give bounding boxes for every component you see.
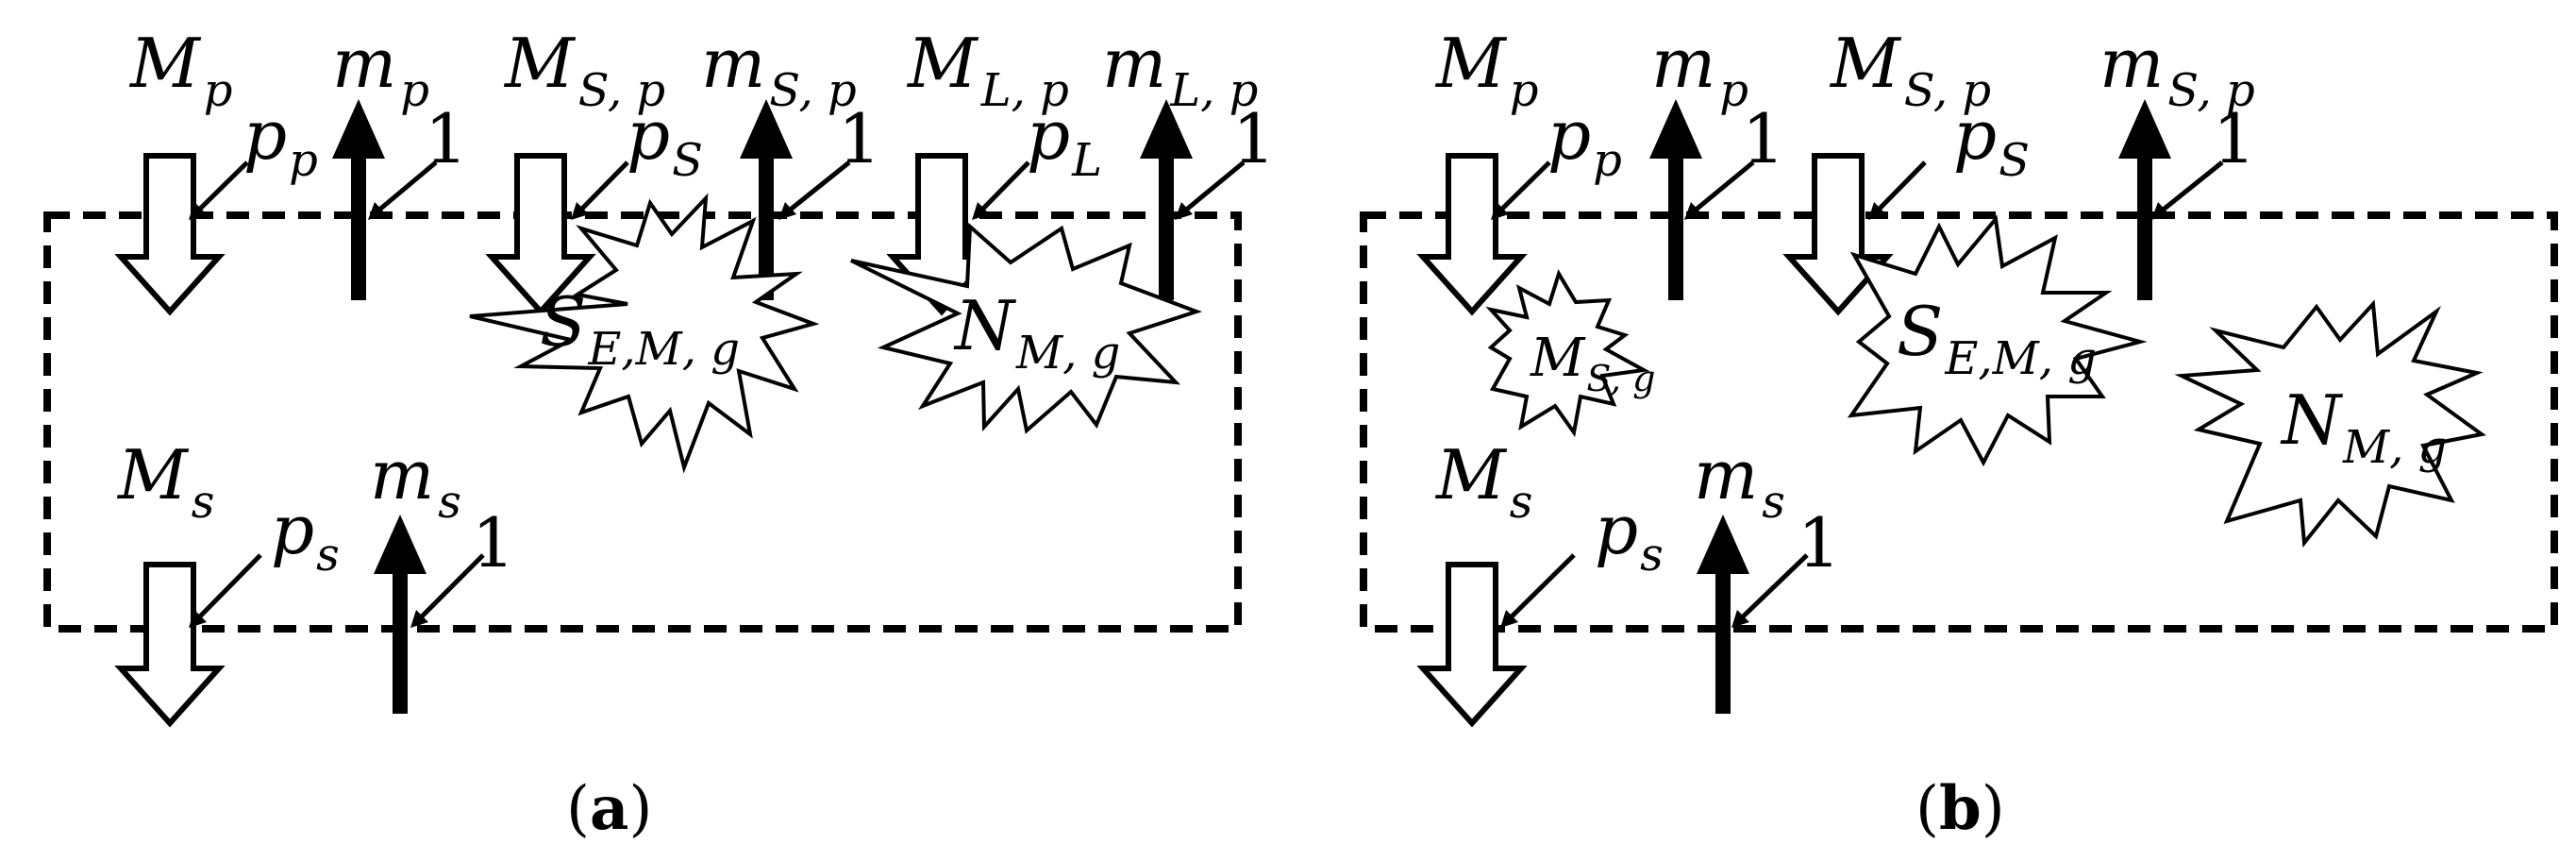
label-mSp-a: mS, p	[701, 24, 857, 117]
label-MSg-b: MS, g	[1530, 328, 1656, 399]
star-NMg-a	[850, 222, 1203, 434]
label-1-ms-b: 1	[1798, 503, 1841, 582]
label-pp-b: pp	[1547, 95, 1622, 187]
hollow-arrow-MSp-a	[485, 153, 596, 316]
panel-b: Mp mp MS, p mS, p pp 1 pS 1 Ms ms ps 1 M…	[1360, 24, 2558, 844]
label-mp-b: mp	[1651, 24, 1748, 117]
hollow-arrow-Mp-a	[114, 153, 226, 316]
label-ps-a: ps	[271, 490, 340, 582]
hollow-arrow-Ms-a	[114, 562, 226, 728]
star-SEMg-b	[1847, 214, 2148, 467]
star-MSg-b	[1485, 269, 1650, 437]
label-pp-a: pp	[243, 95, 318, 187]
label-MSp-a: MS, p	[503, 24, 665, 117]
hollow-arrow-Mp-b	[1416, 153, 1528, 316]
label-Ms-a: Ms	[116, 435, 214, 529]
pointer-lines-b	[1491, 160, 2224, 628]
label-SEMg-b: SE,M, g	[1897, 292, 2097, 385]
label-Mp-a: Mp	[128, 24, 232, 117]
label-pS-b: pS	[1953, 95, 2030, 187]
label-MLp-a: ML, p	[906, 24, 1069, 117]
label-NMg-a: NM, g	[953, 286, 1120, 380]
label-NMg-b: NM, g	[2280, 380, 2447, 474]
star-NMg-b	[2174, 299, 2486, 549]
label-SEMg-a: SE,M, g	[540, 282, 740, 376]
label-pS-a: pS	[627, 95, 703, 187]
label-1-mSp-b: 1	[2213, 99, 2256, 178]
hollow-arrow-Ms-b	[1416, 562, 1528, 728]
label-Ms-b: Ms	[1434, 435, 1532, 529]
label-1-ms-a: 1	[472, 503, 515, 582]
label-ms-b: ms	[1694, 435, 1785, 529]
label-mSp-b: mS, p	[2099, 24, 2255, 117]
solid-arrow-mp-a	[332, 99, 385, 300]
solid-arrow-mp-b	[1649, 99, 1702, 300]
label-pL-a: pL	[1027, 95, 1102, 187]
label-1-mp-b: 1	[1742, 99, 1785, 178]
solid-arrow-mLp-a	[1140, 99, 1193, 300]
label-ps-b: ps	[1595, 490, 1664, 582]
solid-arrow-ms-b	[1697, 515, 1749, 714]
panel-a: Mp mp MS, p mS, p ML, p mL, p pp 1 pS 1 …	[43, 24, 1276, 844]
label-mLp-a: mL, p	[1102, 24, 1258, 117]
caption-b: (b)	[1915, 773, 2005, 844]
label-ms-a: ms	[370, 435, 461, 529]
label-1-mSp-a: 1	[838, 99, 881, 178]
solid-arrow-mSp-b	[2118, 99, 2171, 300]
label-mp-a: mp	[332, 24, 429, 117]
label-MSp-b: MS, p	[1829, 24, 1991, 117]
pointer-lines-a	[189, 160, 1246, 628]
solid-arrow-mSp-a	[740, 99, 793, 300]
label-1-mLp-a: 1	[1232, 99, 1276, 178]
system-boundary-b	[1360, 211, 2558, 633]
label-Mp-b: Mp	[1434, 24, 1538, 117]
caption-a: (a)	[566, 773, 652, 844]
solid-arrow-ms-a	[374, 515, 427, 714]
star-SEMg-a	[469, 193, 820, 474]
label-1-mp-a: 1	[425, 99, 468, 178]
system-boundary-a	[43, 211, 1242, 633]
